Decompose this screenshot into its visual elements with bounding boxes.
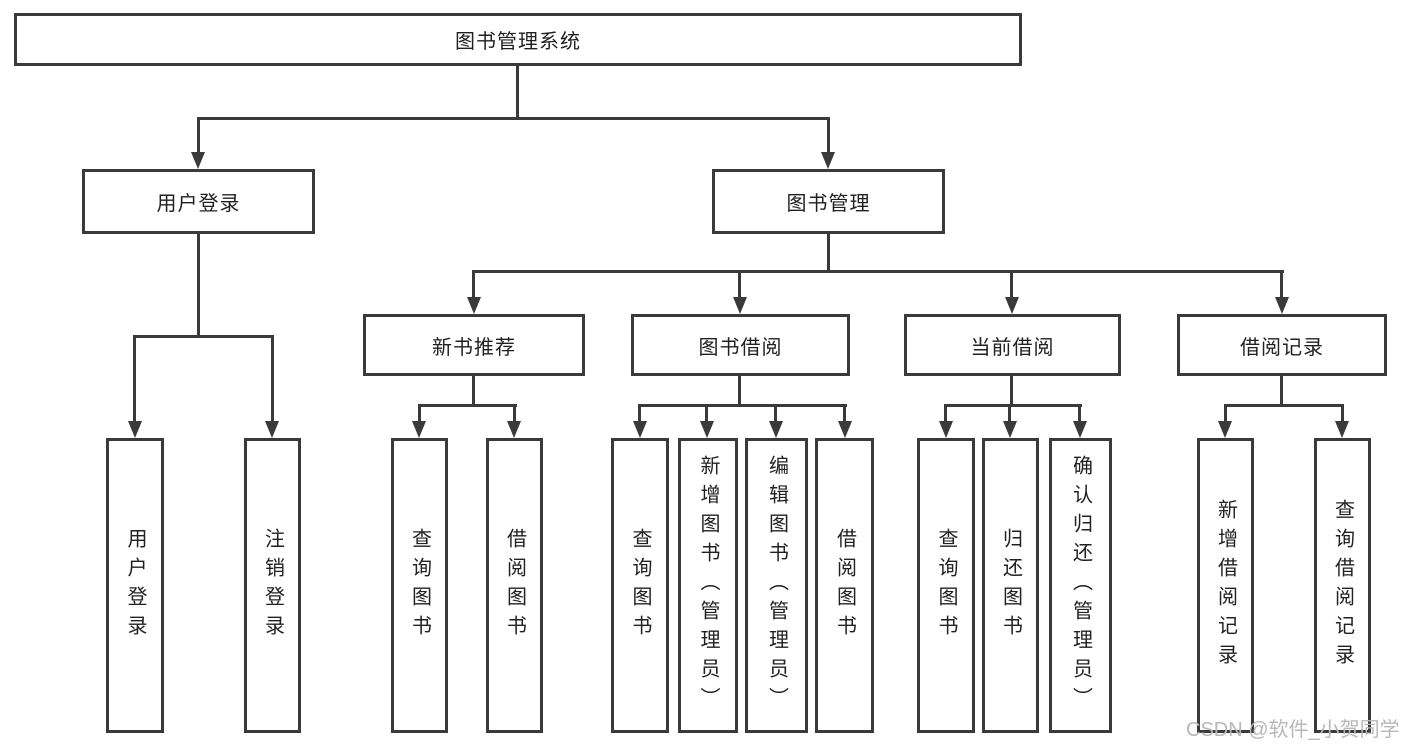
connector-drop-book-management [827,117,830,153]
connector-book-borrow-rail [639,404,847,407]
leaf-add-borrow-record-label: 新增借阅记录 [1214,498,1237,673]
connector-borrow-record-stem [1280,376,1283,404]
connector-drop-leaf-user-login [133,335,136,421]
connector-drop-query-books-borrow [638,404,641,422]
arrow-into-confirm-return [1073,421,1087,438]
connector-book-management-stem [827,234,830,270]
connector-current-borrow-rail [945,404,1082,407]
connector-new-book-rail [418,404,517,407]
leaf-add-books-admin: 新增图书（管理员） [678,438,738,733]
connector-root-stem [516,66,519,117]
node-new-book-recommend: 新书推荐 [363,314,585,376]
leaf-logout-login: 注销登录 [244,438,301,733]
arrow-into-query-books-recommend [412,421,426,438]
connector-new-book-stem [472,376,475,404]
node-book-management-label: 图书管理 [786,193,871,215]
leaf-logout-login-label: 注销登录 [261,527,284,644]
connector-level2-rail [197,117,830,120]
node-user-login-label: 用户登录 [156,193,241,215]
leaf-edit-books-admin: 编辑图书（管理员） [745,438,808,733]
connector-drop-borrow-books-recommend [513,404,516,422]
node-current-borrow-label: 当前借阅 [970,336,1055,359]
arrow-into-current-borrow [1005,297,1019,314]
leaf-return-books-label: 归还图书 [999,527,1022,644]
connector-drop-edit-books-admin [774,404,777,422]
leaf-borrow-books-label: 借阅图书 [833,527,856,644]
connector-drop-query-books-current [944,404,947,422]
connector-drop-borrow-record [1280,270,1283,297]
leaf-query-books-borrow-label: 查询图书 [629,527,651,644]
connector-current-borrow-stem [1010,376,1013,404]
node-borrow-record-label: 借阅记录 [1240,336,1324,359]
connector-drop-borrow-books [843,404,846,422]
node-book-management: 图书管理 [712,169,945,234]
connector-drop-add-borrow-record [1224,404,1227,422]
leaf-borrow-books: 借阅图书 [815,438,874,733]
leaf-query-books-recommend-label: 查询图书 [408,527,431,644]
node-new-book-recommend-label: 新书推荐 [432,336,516,359]
node-current-borrow: 当前借阅 [904,314,1121,376]
connector-drop-user-login [197,117,200,153]
node-book-borrow: 图书借阅 [631,314,850,376]
connector-drop-add-books-admin [705,404,708,422]
arrow-into-query-borrow-record [1335,421,1349,438]
arrow-into-add-borrow-record [1218,421,1232,438]
node-root: 图书管理系统 [14,13,1022,66]
connector-user-login-rail [133,335,274,338]
leaf-user-login-label: 用户登录 [124,527,146,644]
node-borrow-record: 借阅记录 [1177,314,1387,376]
connector-drop-book-borrow [738,270,741,297]
connector-level3-rail [472,270,1284,273]
arrow-into-add-books-admin [700,421,714,438]
leaf-query-books-borrow: 查询图书 [611,438,669,733]
connector-drop-return-books [1008,404,1011,422]
connector-borrow-record-rail [1224,404,1344,407]
arrow-into-borrow-record [1275,297,1289,314]
connector-book-borrow-stem [738,376,741,404]
connector-drop-confirm-return [1078,404,1081,422]
leaf-confirm-return-admin: 确认归还（管理员） [1049,438,1112,733]
leaf-query-books-current: 查询图书 [917,438,975,733]
leaf-add-borrow-record: 新增借阅记录 [1197,438,1254,733]
arrow-into-query-books-current [939,421,953,438]
connector-user-login-stem [197,234,200,335]
connector-drop-current-borrow [1010,270,1013,297]
leaf-user-login: 用户登录 [106,438,164,733]
leaf-confirm-return-admin-label: 确认归还（管理员） [1069,455,1092,716]
node-book-borrow-label: 图书借阅 [698,336,783,359]
arrow-into-query-books-borrow [633,421,647,438]
leaf-borrow-books-recommend: 借阅图书 [486,438,543,733]
leaf-borrow-books-recommend-label: 借阅图书 [503,527,526,644]
connector-drop-new-book [472,270,475,297]
arrow-into-leaf-logout [265,421,279,438]
arrow-into-borrow-books [838,421,852,438]
connector-drop-query-books-recommend [418,404,421,422]
leaf-return-books: 归还图书 [982,438,1039,733]
arrow-into-book-borrow [733,297,747,314]
leaf-query-books-current-label: 查询图书 [935,527,957,644]
arrow-into-book-management [821,152,835,169]
connector-drop-query-borrow-record [1341,404,1344,422]
node-user-login: 用户登录 [82,169,315,234]
arrow-into-user-login [191,152,205,169]
arrow-into-new-book [467,297,481,314]
csdn-watermark: CSDN @软件_小贺同学 [1186,719,1400,741]
arrow-into-edit-books-admin [769,421,783,438]
connector-drop-leaf-logout [271,335,274,421]
leaf-query-borrow-record: 查询借阅记录 [1314,438,1371,733]
arrow-into-return-books [1003,421,1017,438]
leaf-edit-books-admin-label: 编辑图书（管理员） [765,455,788,716]
arrow-into-leaf-user-login [128,421,142,438]
leaf-add-books-admin-label: 新增图书（管理员） [697,455,719,716]
leaf-query-books-recommend: 查询图书 [391,438,448,733]
node-root-label: 图书管理系统 [455,31,581,53]
arrow-into-borrow-books-recommend [507,421,521,438]
leaf-query-borrow-record-label: 查询借阅记录 [1331,498,1354,673]
